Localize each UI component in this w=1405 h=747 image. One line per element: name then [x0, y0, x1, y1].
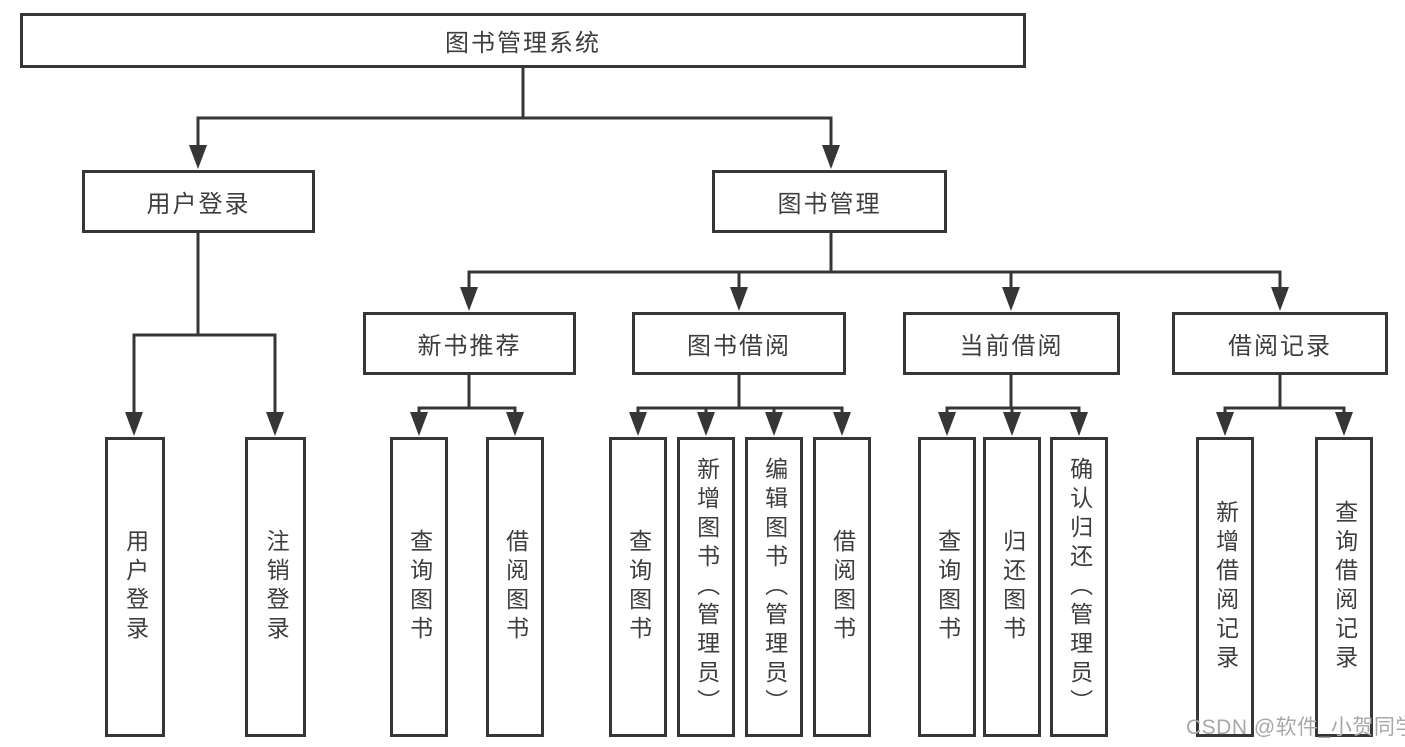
node-label: 借阅图书 — [502, 529, 529, 645]
node-label: 用户登录 — [146, 191, 251, 218]
node-label: 编辑图书（管理员） — [761, 456, 788, 718]
node-label: 确认归还（管理员） — [1066, 456, 1093, 718]
leaf-user-login: 用户登录 — [105, 437, 165, 737]
leaf-logout: 注销登录 — [245, 437, 306, 737]
leaf-query-books-borrowing: 查询图书 — [609, 437, 667, 737]
leaf-add-books-admin: 新增图书（管理员） — [677, 437, 735, 737]
node-label: 查询图书 — [934, 529, 961, 645]
node-label: 用户登录 — [122, 529, 149, 645]
node-label: 注销登录 — [263, 529, 290, 645]
node-library-management-system: 图书管理系统 — [20, 13, 1026, 68]
csdn-watermark: CSDN @软件_小贺同学 — [1186, 716, 1405, 739]
node-new-book-recommend: 新书推荐 — [363, 312, 576, 375]
node-label: 查询图书 — [406, 529, 433, 645]
leaf-return-books: 归还图书 — [983, 437, 1041, 737]
node-label: 图书管理系统 — [445, 30, 601, 57]
leaf-edit-books-admin: 编辑图书（管理员） — [745, 437, 803, 737]
leaf-query-books-recommend: 查询图书 — [390, 437, 448, 737]
node-label: 图书借阅 — [687, 333, 791, 360]
node-label: 借阅记录 — [1228, 333, 1332, 360]
leaf-confirm-return-admin: 确认归还（管理员） — [1050, 437, 1108, 737]
node-label: 归还图书 — [999, 529, 1026, 645]
node-book-borrowing: 图书借阅 — [632, 312, 846, 375]
node-label: 当前借阅 — [959, 333, 1064, 360]
leaf-borrow-books-recommend: 借阅图书 — [486, 437, 544, 737]
leaf-add-borrow-record: 新增借阅记录 — [1196, 437, 1254, 737]
leaf-query-books-current: 查询图书 — [918, 437, 976, 737]
node-label: 图书管理 — [777, 191, 882, 218]
node-book-management: 图书管理 — [712, 170, 947, 233]
node-label: 新书推荐 — [417, 333, 522, 360]
node-label: 新增图书（管理员） — [693, 456, 720, 718]
leaf-query-borrow-record: 查询借阅记录 — [1315, 437, 1373, 737]
node-borrow-records: 借阅记录 — [1172, 312, 1388, 375]
node-label: 查询图书 — [625, 529, 652, 645]
node-label: 查询借阅记录 — [1331, 500, 1358, 674]
node-label: 借阅图书 — [829, 529, 856, 645]
node-current-borrowing: 当前借阅 — [903, 312, 1120, 375]
node-label: 新增借阅记录 — [1212, 500, 1239, 674]
leaf-borrow-books: 借阅图书 — [813, 437, 871, 737]
node-user-login: 用户登录 — [82, 170, 315, 233]
